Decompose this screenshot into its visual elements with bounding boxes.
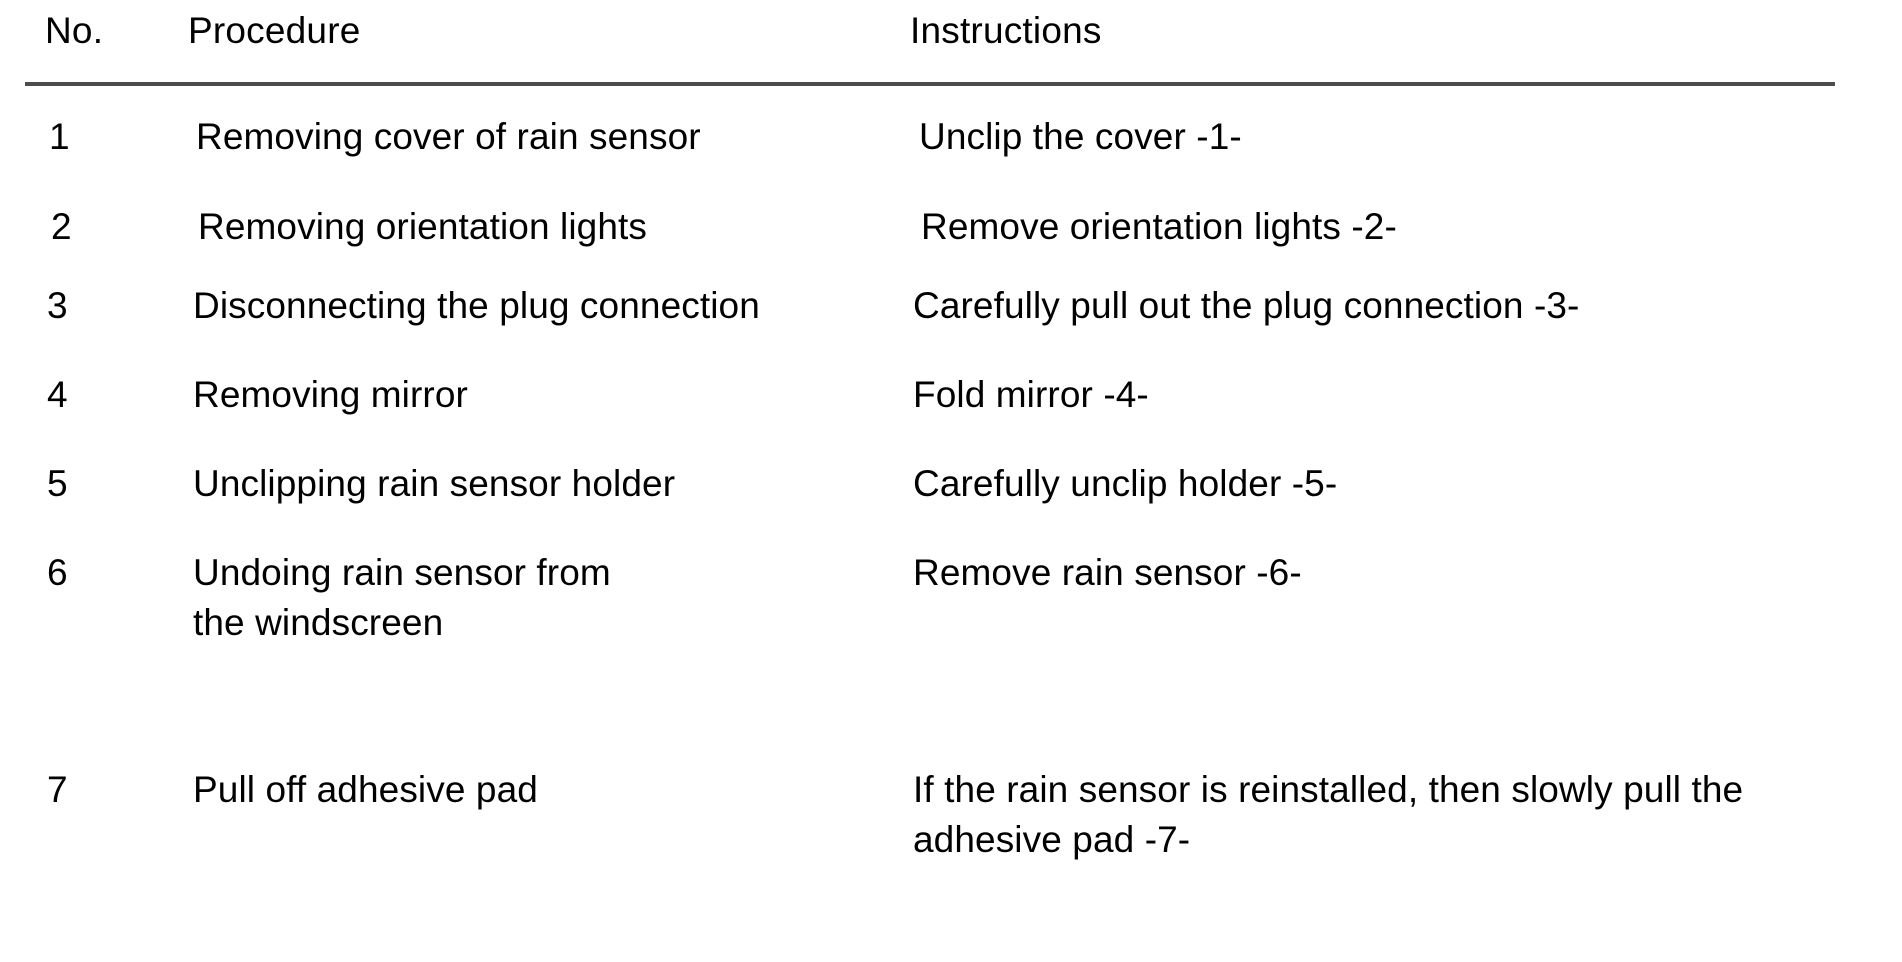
cell-procedure: Pull off adhesive pad [193, 769, 538, 810]
cell-procedure: Removing orientation lights [198, 206, 647, 247]
cell-procedure: Disconnecting the plug connection [193, 285, 760, 326]
cell-instructions: Remove rain sensor -6- [913, 552, 1302, 593]
column-header-no: No. [45, 10, 104, 51]
table-header: No. Procedure Instructions [0, 8, 1902, 70]
column-header-instructions: Instructions [910, 10, 1102, 51]
cell-procedure: Removing cover of rain sensor [196, 116, 701, 157]
cell-no: 2 [51, 206, 72, 247]
cell-instructions: Carefully pull out the plug connection -… [913, 285, 1580, 326]
cell-procedure: Undoing rain sensor from the windscreen [193, 552, 611, 643]
cell-instructions: Remove orientation lights -2- [921, 206, 1397, 247]
cell-no: 5 [47, 463, 68, 504]
cell-instructions: Unclip the cover -1- [919, 116, 1242, 157]
cell-instructions: If the rain sensor is reinstalled, then … [913, 769, 1744, 860]
header-divider-rule [25, 82, 1835, 86]
cell-no: 6 [47, 552, 68, 593]
cell-no: 4 [47, 374, 68, 415]
cell-no: 7 [47, 769, 68, 810]
column-header-procedure: Procedure [188, 10, 361, 51]
cell-instructions: Fold mirror -4- [913, 374, 1149, 415]
cell-procedure: Removing mirror [193, 374, 468, 415]
cell-instructions: Carefully unclip holder -5- [913, 463, 1338, 504]
cell-no: 1 [49, 116, 70, 157]
cell-no: 3 [47, 285, 68, 326]
cell-procedure: Unclipping rain sensor holder [193, 463, 676, 504]
